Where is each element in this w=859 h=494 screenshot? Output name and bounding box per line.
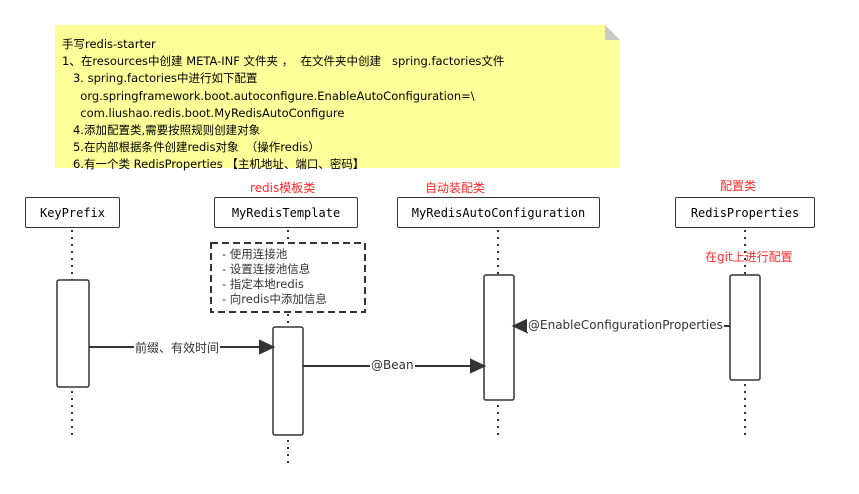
activation-redisproperties — [729, 274, 761, 381]
template-note-text: - 使用连接池- 设置连接池信息- 指定本地redis- 向redis中添加信息 — [222, 247, 327, 307]
note-line: 手写redis-starter — [62, 37, 156, 51]
message-label-3: @EnableConfigurationProperties — [527, 318, 724, 332]
tag-myredistemplate: redis模板类 — [250, 181, 316, 195]
message-label-1: 前缀、有效时间 — [134, 339, 221, 356]
activation-keyprefix — [56, 279, 90, 388]
note-line: 6.有一个类 RedisProperties 【主机地址、端口、密码】 — [62, 157, 365, 172]
message-label-2: @Bean — [370, 358, 415, 372]
arrowhead-2 — [470, 358, 487, 374]
tag-autoconfig: 自动装配类 — [425, 181, 486, 195]
arrowhead-3 — [511, 318, 528, 334]
template-note-line: - 指定本地redis — [222, 277, 304, 291]
note-line: 4.添加配置类,需要按照规则创建对象 — [62, 123, 261, 138]
arrowhead-1 — [259, 339, 276, 355]
participant-autoconfig[interactable]: MyRedisAutoConfiguration — [397, 197, 600, 228]
participant-keyprefix[interactable]: KeyPrefix — [25, 197, 120, 228]
template-note-box — [210, 242, 366, 313]
participant-redisproperties[interactable]: RedisProperties — [675, 197, 815, 228]
template-note-line: - 向redis中添加信息 — [222, 292, 327, 306]
note-line: 1、在resources中创建 META-INF 文件夹 ， 在文件夹中创建 s… — [62, 54, 505, 69]
git-config-note: 在git上进行配置 — [705, 250, 793, 264]
note-line: 5.在内部根据条件创建redis对象 （操作redis） — [62, 140, 320, 155]
participant-myredistemplate[interactable]: MyRedisTemplate — [214, 197, 358, 228]
requirements-note-text: 手写redis-starter 1、在resources中创建 META-INF … — [62, 36, 504, 174]
activation-myredistemplate — [272, 326, 304, 436]
template-note-line: - 设置连接池信息 — [222, 262, 311, 276]
activation-autoconfig — [483, 274, 515, 401]
note-line: 3. spring.factories中进行如下配置 — [62, 71, 258, 86]
note-line: com.liushao.redis.boot.MyRedisAutoConfig… — [62, 105, 345, 120]
requirements-note — [55, 25, 620, 168]
tag-redisproperties: 配置类 — [720, 179, 757, 193]
note-line: org.springframework.boot.autoconfigure.E… — [62, 88, 475, 103]
template-note-line: - 使用连接池 — [222, 247, 288, 261]
